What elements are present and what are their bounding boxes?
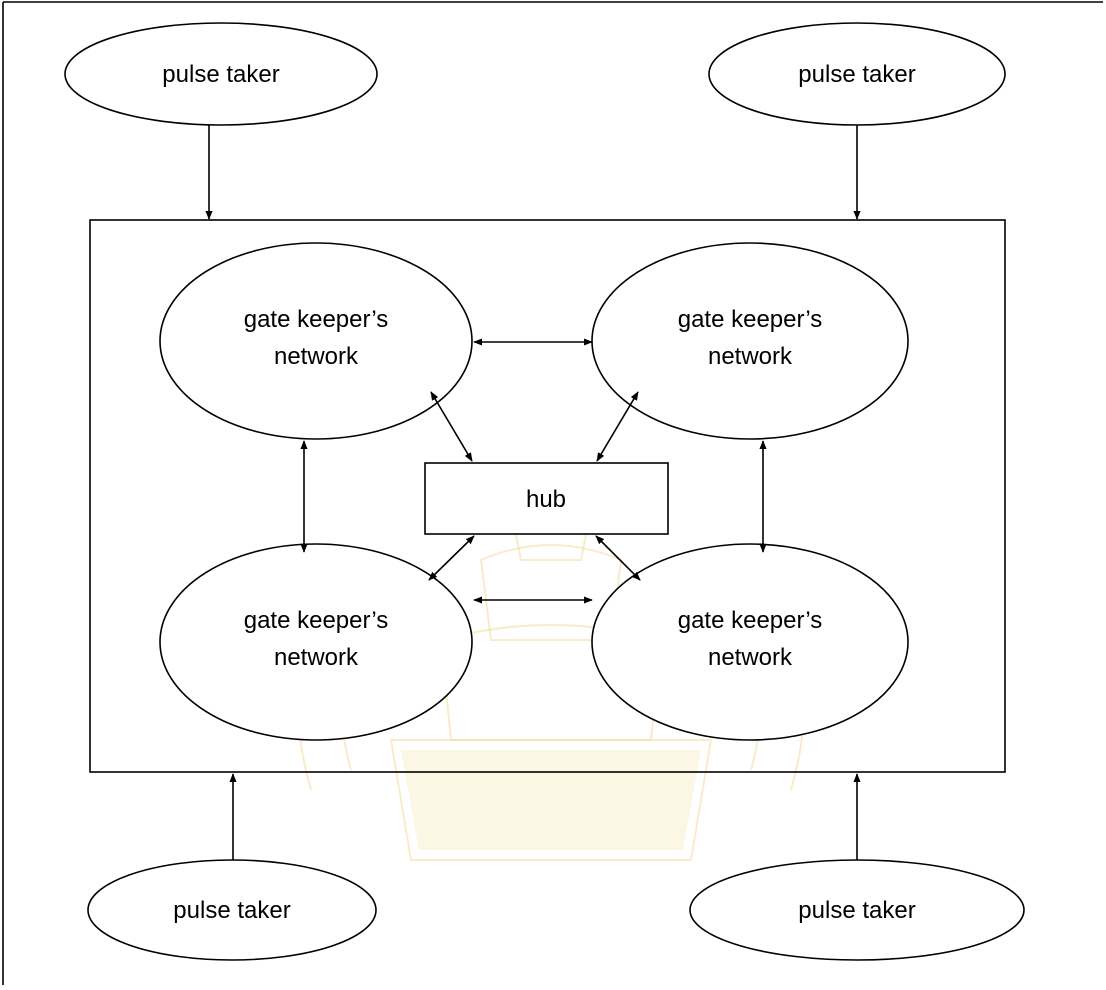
hub-link-arrow [430, 391, 473, 462]
gatekeeper-label-line2: network [708, 644, 793, 671]
gatekeeper-label-line1: gate keeper’s [678, 607, 823, 634]
gatekeeper-network-node: gate keeper’s network [159, 242, 473, 440]
gatekeeper-label-line2: network [274, 644, 359, 671]
gatekeeper-label-line2: network [274, 343, 359, 370]
pulse-taker-node: pulse taker [689, 859, 1025, 961]
hub-link-arrow [596, 391, 639, 462]
gatekeeper-label-line2: network [708, 343, 793, 370]
pulse-taker-label: pulse taker [798, 897, 915, 924]
hub-node: hub [424, 462, 669, 535]
hub-label: hub [526, 486, 566, 513]
gatekeeper-label-line1: gate keeper’s [244, 607, 389, 634]
gatekeeper-label-line1: gate keeper’s [678, 306, 823, 333]
pulse-taker-node: pulse taker [64, 22, 378, 126]
gatekeeper-label-line1: gate keeper’s [244, 306, 389, 333]
gatekeeper-network-node: gate keeper’s network [159, 543, 473, 741]
pulse-taker-node: pulse taker [708, 22, 1006, 126]
pulse-taker-node: pulse taker [87, 859, 377, 961]
system-box [89, 219, 1006, 773]
hub-link-arrow [595, 535, 641, 581]
gatekeeper-network-node: gate keeper’s network [591, 543, 909, 741]
gatekeeper-network-node: gate keeper’s network [591, 242, 909, 440]
pulse-taker-label: pulse taker [162, 61, 279, 88]
pulse-taker-label: pulse taker [173, 897, 290, 924]
pulse-taker-label: pulse taker [798, 61, 915, 88]
hub-link-arrow [428, 535, 475, 581]
